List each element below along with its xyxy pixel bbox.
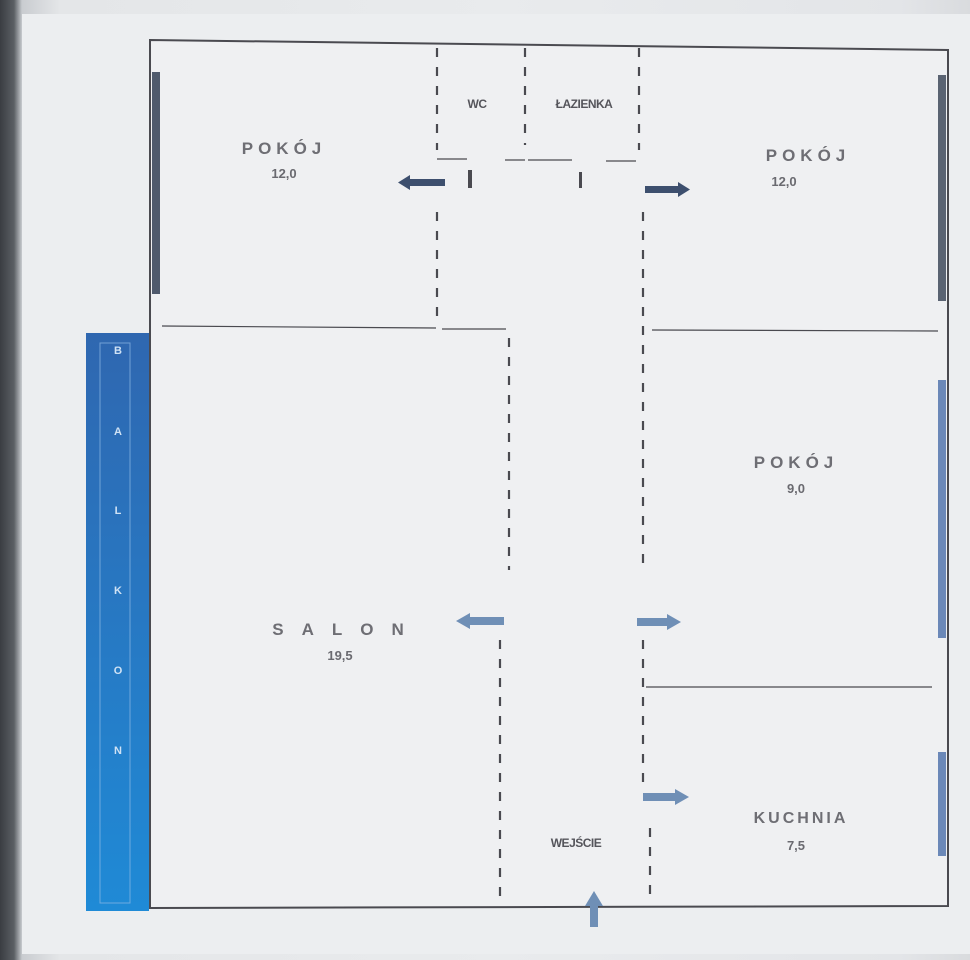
wall-top-left [161, 325, 437, 329]
balcony-letter: B [114, 345, 122, 357]
room-name-right: POKÓJ [753, 453, 839, 472]
window-kitchen [938, 752, 946, 856]
room-name-bathroom: ŁAZIENKA [555, 97, 613, 111]
room-name-kitchen: KUCHNIA [753, 810, 849, 827]
room-name-entrance: WEJŚCIE [550, 836, 602, 850]
balcony-letter: K [114, 585, 122, 597]
outer-wall [149, 38, 949, 910]
window-top-right [938, 75, 946, 301]
balcony-letter: O [113, 665, 123, 677]
balcony-inner [99, 342, 131, 904]
window-top-left [152, 72, 160, 294]
room-area-right: 9,0 [786, 481, 806, 496]
room-area-salon: 19,5 [327, 648, 353, 663]
door-arrows [398, 175, 690, 927]
room-area-kitchen: 7,5 [786, 838, 806, 853]
dashed-walls [435, 48, 652, 900]
balcony-letter: A [114, 426, 122, 438]
bathroom-marks [437, 158, 636, 162]
room-name-top-right: POKÓJ [765, 146, 851, 165]
room-name-salon: SALON [272, 620, 422, 639]
door-tick-wc [468, 170, 472, 188]
door-tick-bath [579, 172, 582, 188]
balcony [86, 333, 149, 911]
room-name-top-left: POKÓJ [241, 139, 327, 158]
window-right [938, 380, 946, 638]
room-name-wc: WC [467, 97, 488, 111]
room-area-top-left: 12,0 [271, 166, 297, 181]
room-area-top-right: 12,0 [771, 174, 797, 189]
balcony-letter: N [114, 745, 122, 757]
balcony-letter: L [114, 505, 122, 517]
wall-top-right [651, 329, 939, 332]
